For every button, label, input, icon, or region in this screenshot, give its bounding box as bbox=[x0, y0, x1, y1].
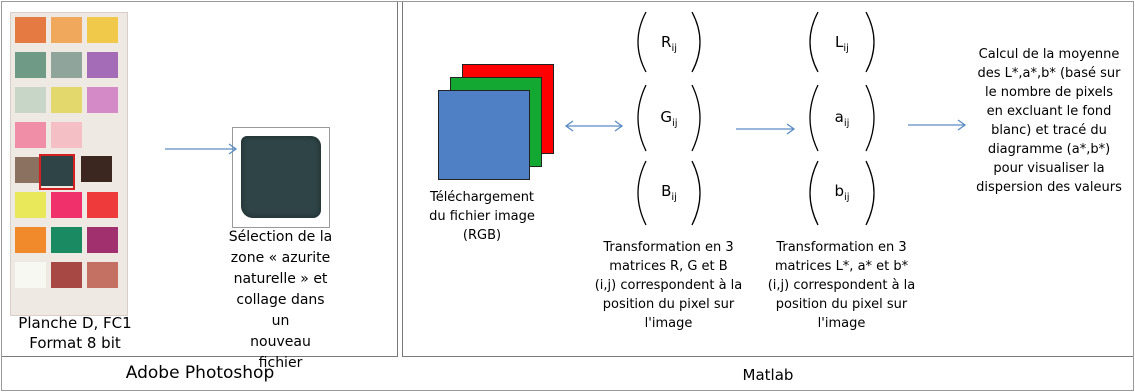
result-text-line: blanc) et tracé du bbox=[991, 123, 1107, 138]
matrix-letter: b bbox=[834, 182, 844, 200]
matlab-caption: Matlab bbox=[742, 366, 794, 384]
selection-text-line: Sélection de la bbox=[228, 229, 333, 245]
lab-transform-text: Transformation en 3 matrices L*, a* et b… bbox=[759, 238, 924, 333]
swatch bbox=[87, 227, 118, 253]
upload-text-line: Téléchargement bbox=[429, 190, 535, 205]
swatch bbox=[51, 192, 82, 218]
matrix-letter: R bbox=[661, 33, 672, 51]
swatch bbox=[51, 87, 82, 113]
rgb-transform-text: Transformation en 3 matrices R, G et B (… bbox=[586, 238, 751, 333]
upload-text: Téléchargement du fichier image (RGB) bbox=[417, 188, 547, 245]
swatch-azurite bbox=[41, 156, 73, 186]
swatch bbox=[87, 87, 118, 113]
swatch bbox=[51, 227, 82, 253]
matrix-subscript: ij bbox=[843, 43, 849, 54]
rgb-text-line: l'image bbox=[644, 316, 693, 331]
lab-text-line: Transformation en 3 bbox=[776, 240, 907, 255]
swatch bbox=[51, 122, 82, 148]
rgb-text-line: Transformation en 3 bbox=[603, 240, 734, 255]
swatch bbox=[87, 17, 118, 43]
lab-text-line: (i,j) correspondent à la bbox=[767, 278, 916, 293]
swatch bbox=[81, 156, 112, 182]
rgb-text-line: position du pixel sur bbox=[602, 297, 735, 312]
result-text-line: diagramme (a*,b*) bbox=[987, 142, 1111, 157]
photoshop-caption: Adobe Photoshop bbox=[125, 363, 275, 383]
matrix-subscript: ij bbox=[843, 192, 850, 203]
swatch bbox=[51, 52, 82, 78]
swatch bbox=[15, 122, 46, 148]
result-text-line: Calcul de la moyenne bbox=[978, 47, 1120, 62]
selection-text-line: nouveau fichier bbox=[250, 334, 311, 371]
lab-text-line: l'image bbox=[817, 316, 866, 331]
lab-text-line: position du pixel sur bbox=[775, 297, 908, 312]
rgb-text-line: matrices R, G et B bbox=[609, 259, 728, 274]
matrix-a: aij bbox=[822, 108, 862, 129]
matrix-b: Bij bbox=[649, 182, 689, 203]
selection-box[interactable] bbox=[39, 154, 75, 190]
swatch bbox=[87, 262, 118, 288]
swatch bbox=[15, 192, 46, 218]
result-text-line: des L*,a*,b* (basé sur bbox=[977, 66, 1121, 81]
matrix-letter: G bbox=[660, 108, 673, 126]
swatch bbox=[15, 17, 46, 43]
plate-label-line1: Planche D, FC1 bbox=[18, 314, 132, 332]
matrix-subscript: ij bbox=[672, 118, 678, 129]
selection-text-line: collage dans un bbox=[236, 292, 325, 329]
selection-text: Sélection de la zone « azurite naturelle… bbox=[228, 227, 333, 374]
plate-label-line2: Format 8 bit bbox=[29, 334, 121, 352]
matrix-subscript: ij bbox=[671, 43, 677, 54]
result-text-line: dispersion des valeurs bbox=[976, 180, 1122, 195]
image-layer-blue bbox=[438, 90, 530, 180]
matrix-subscript: ij bbox=[843, 118, 850, 129]
matrix-subscript: ij bbox=[671, 192, 677, 203]
result-text-line: pour visualiser la bbox=[993, 161, 1105, 176]
result-text-line: en excluant le fond bbox=[986, 104, 1112, 119]
matrix-letter: B bbox=[661, 182, 672, 200]
swatch bbox=[15, 87, 46, 113]
upload-text-line: du fichier image bbox=[429, 209, 535, 224]
matrix-letter: a bbox=[834, 108, 844, 126]
azurite-patch bbox=[241, 136, 321, 218]
matrix-l: Lij bbox=[822, 33, 862, 54]
swatch bbox=[15, 52, 46, 78]
matrix-letter: L bbox=[835, 33, 844, 51]
result-text-line: le nombre de pixels bbox=[985, 85, 1113, 100]
matrix-g: Gij bbox=[649, 108, 689, 129]
matrix-b-star: bij bbox=[822, 182, 862, 203]
swatch bbox=[51, 262, 82, 288]
swatch bbox=[15, 262, 46, 288]
lab-text-line: matrices L*, a* et b* bbox=[774, 259, 909, 274]
rgb-text-line: (i,j) correspondent à la bbox=[594, 278, 743, 293]
result-text: Calcul de la moyenne des L*,a*,b* (basé … bbox=[968, 45, 1130, 197]
selection-text-line: zone « azurite bbox=[230, 250, 331, 266]
swatch bbox=[87, 52, 118, 78]
matrix-r: Rij bbox=[649, 33, 689, 54]
selection-text-line: naturelle » et bbox=[233, 271, 328, 287]
swatch bbox=[51, 17, 82, 43]
swatch bbox=[87, 192, 118, 218]
swatch bbox=[15, 227, 46, 253]
upload-text-line: (RGB) bbox=[462, 228, 502, 243]
